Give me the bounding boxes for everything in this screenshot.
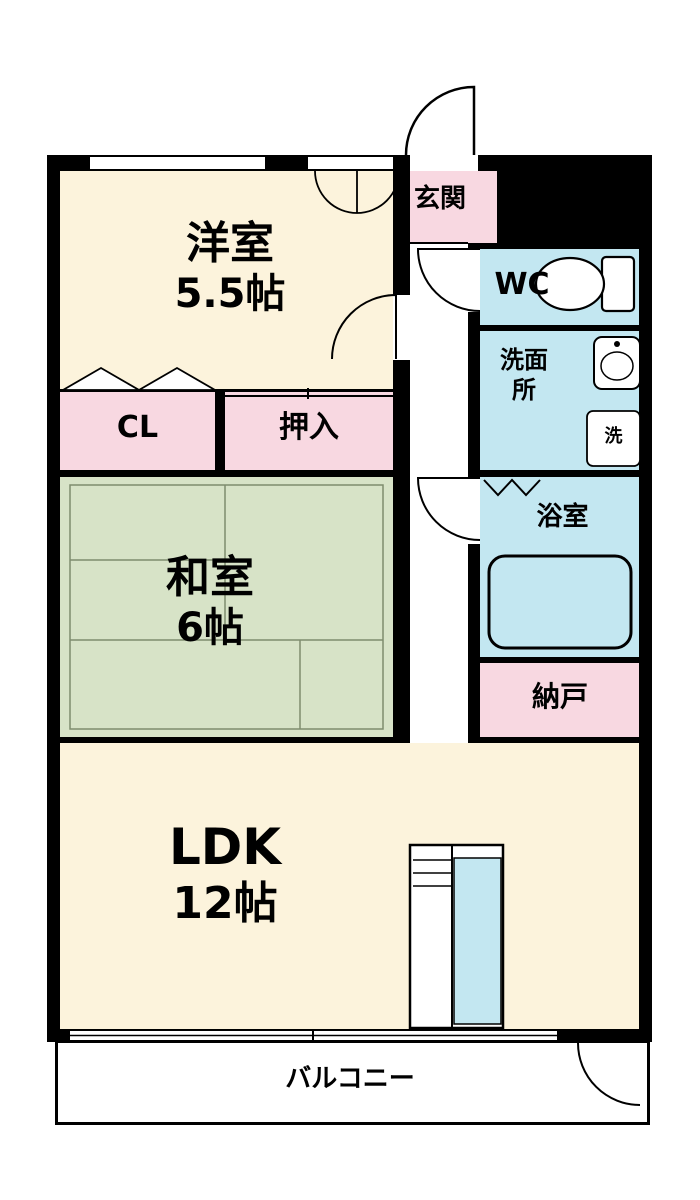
entrance-door-arc [404, 85, 476, 156]
wall-right [639, 155, 652, 1042]
closet-label: CL [116, 410, 159, 445]
oshiire-label: 押入 [279, 410, 339, 445]
room-oshiire [225, 390, 393, 470]
ldk-size: 12帖 [172, 878, 278, 929]
utility-shaft [497, 155, 639, 243]
wall-japanese-bottom [47, 737, 410, 743]
washroom-label-line1: 洗面 [500, 346, 548, 374]
wall-bottom-right [557, 1029, 652, 1042]
washroom-label-line2: 所 [512, 376, 536, 404]
wall-closet-top [60, 389, 393, 392]
balcony-label: バルコニー [285, 1064, 415, 1094]
western-room-size: 5.5帖 [174, 271, 286, 317]
bath-label: 浴室 [536, 502, 589, 532]
storage-label: 納戸 [531, 680, 588, 713]
wall-closet-bottom [47, 470, 410, 477]
wall-storage-bottom [468, 737, 652, 743]
wall-wc-top [468, 243, 652, 249]
hallway [410, 243, 468, 743]
wall-hall-east-2 [468, 544, 480, 743]
japanese-room-name: 和室 [166, 552, 254, 603]
japanese-room-size: 6帖 [176, 605, 244, 651]
wc-label: WC [494, 267, 550, 302]
entrance-label: 玄関 [413, 184, 466, 214]
ldk-name: LDK [168, 818, 282, 876]
room-closet [60, 390, 215, 470]
western-room-name: 洋室 [186, 218, 274, 269]
room-entrance [410, 171, 497, 243]
washer-label: 洗 [604, 426, 623, 447]
wall-left [47, 155, 60, 1042]
wall-hall-east-1 [468, 312, 480, 478]
balcony-area [55, 1040, 650, 1125]
wall-closet-divider [215, 392, 225, 470]
wall-top-3 [393, 155, 410, 171]
window-top-small [308, 155, 393, 171]
wall-bottom-left [47, 1029, 70, 1042]
wall-top-2 [265, 155, 308, 171]
room-ldk [60, 743, 639, 1029]
wall-bath-bottom [480, 657, 639, 663]
wall-wc-bottom [480, 325, 639, 331]
wall-west-room-east-lower [393, 360, 410, 743]
room-storage [480, 663, 639, 737]
wall-washroom-bottom [480, 470, 639, 477]
window-western-room [90, 155, 265, 171]
